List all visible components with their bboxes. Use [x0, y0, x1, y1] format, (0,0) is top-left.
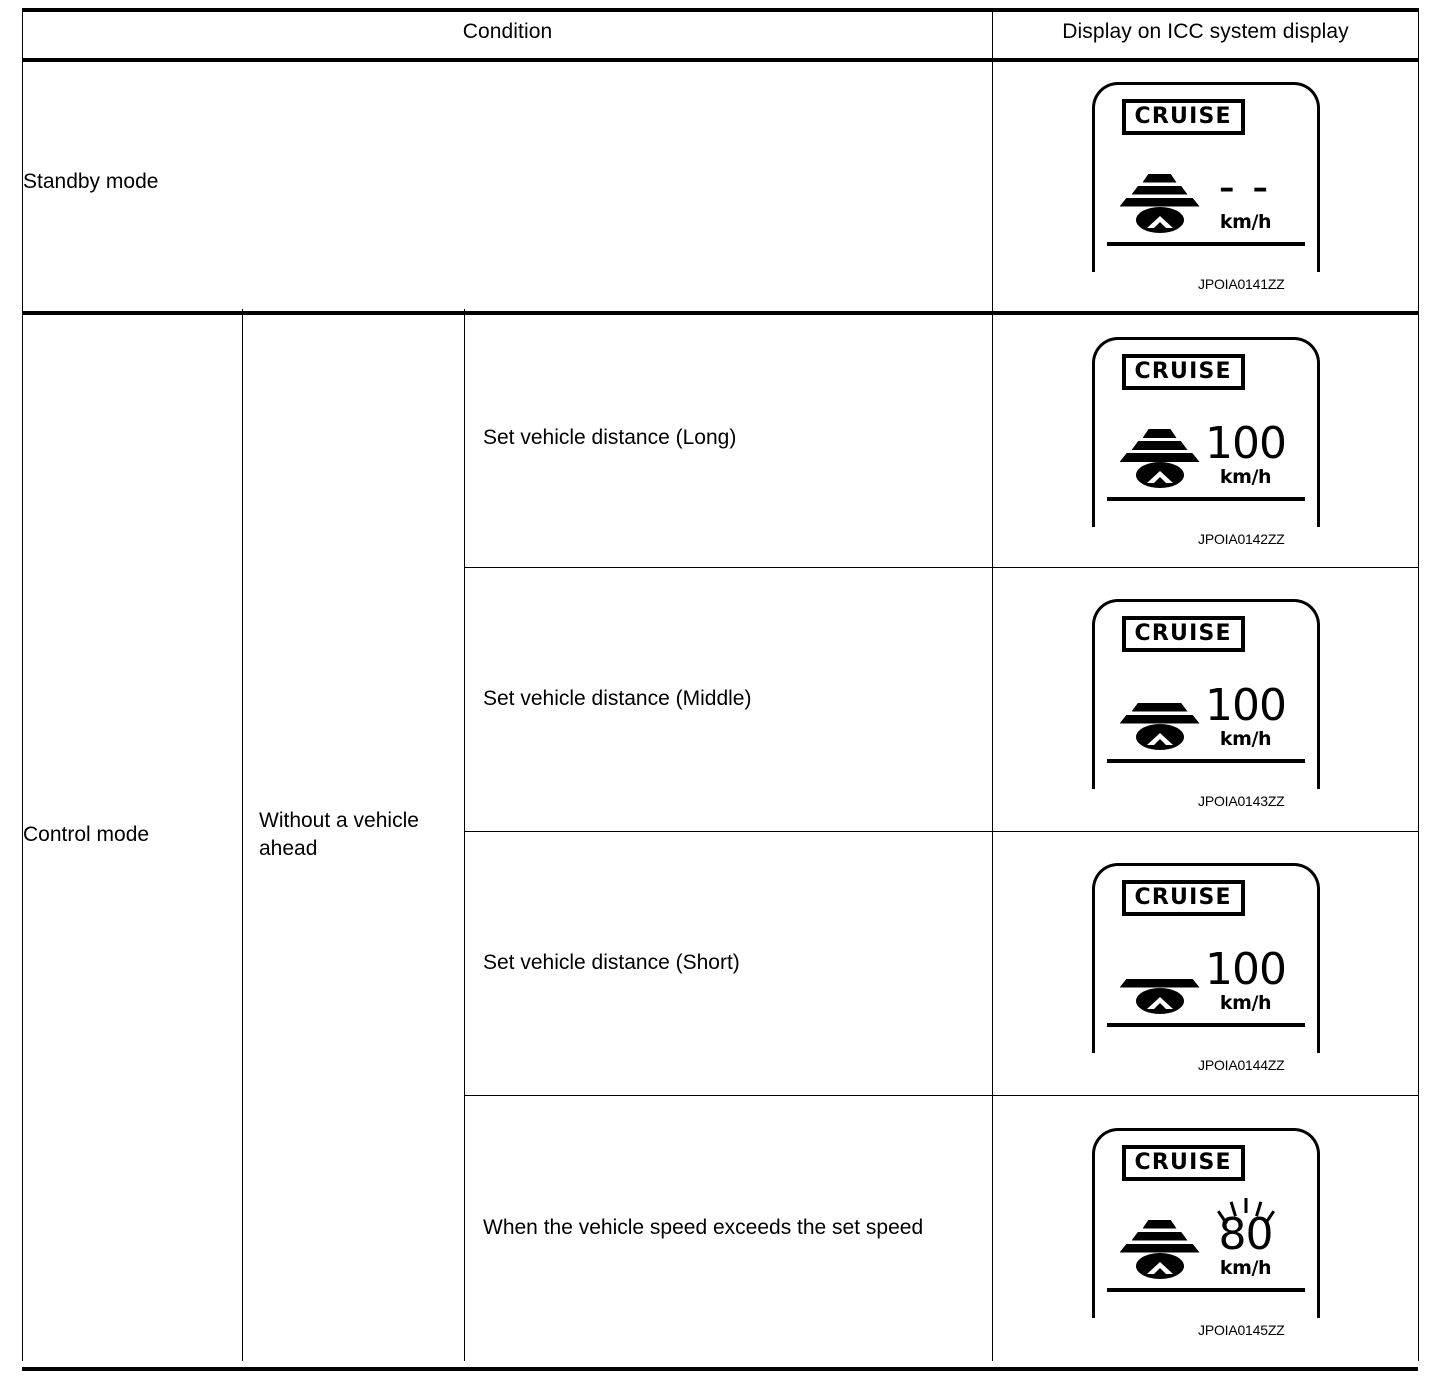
- set-speed-unit: km/h: [1219, 210, 1272, 233]
- condition-set-distance-middle: Set vehicle distance (Middle): [463, 567, 994, 832]
- distance-bar-1: [1142, 1219, 1177, 1229]
- icc-screen: CRUISE: [1091, 1127, 1320, 1318]
- set-speed-readout: 80 km/h: [1191, 1196, 1301, 1279]
- figure-id: JPOIA0141ZZ: [1198, 275, 1285, 292]
- row-long-display-cell: CRUISE: [992, 309, 1420, 568]
- cruise-badge: CRUISE: [1121, 354, 1245, 391]
- distance-bar-1: [1142, 173, 1177, 183]
- display-separator-line: [1106, 1287, 1305, 1292]
- distance-bars-icon: [1117, 416, 1203, 488]
- gauge-row: 100 km/h: [1095, 416, 1317, 488]
- row-short-display-cell: CRUISE 100 km/h: [992, 831, 1420, 1096]
- header-condition: Condition: [21, 8, 994, 56]
- own-vehicle-chevron-icon: [1146, 215, 1173, 229]
- set-speed-value: – –: [1219, 171, 1272, 206]
- figure-id: JPOIA0144ZZ: [1198, 1056, 1285, 1073]
- gauge-row: 80 km/h: [1095, 1197, 1317, 1279]
- table-row: Standby mode CRUISE: [21, 56, 1420, 309]
- condition-set-distance-long: Set vehicle distance (Long): [463, 309, 994, 568]
- icc-screen: CRUISE 100: [1091, 598, 1320, 789]
- set-speed-readout: 100 km/h: [1191, 943, 1301, 1014]
- own-vehicle-chevron-icon: [1146, 1261, 1173, 1275]
- table-row: Set vehicle distance (Middle) CRUISE: [23, 567, 1420, 832]
- blinking-indicator-icon: [1215, 1196, 1277, 1225]
- gauge-row: 100 km/h: [1095, 942, 1317, 1014]
- table-row: When the vehicle speed exceeds the set s…: [23, 1095, 1420, 1361]
- icc-display-distance-short: CRUISE 100 km/h: [1081, 851, 1331, 1077]
- distance-bar-2: [1131, 441, 1188, 450]
- icc-display-speed-exceeded: CRUISE: [1081, 1116, 1331, 1342]
- row-standby-mode-label: Standby mode: [21, 56, 994, 309]
- icc-screen: CRUISE: [1091, 81, 1320, 272]
- row-middle-display-cell: CRUISE 100: [992, 567, 1420, 832]
- table-row: Control mode Without a vehicle ahead Set…: [22, 309, 1420, 1361]
- gauge-row: 100 km/h: [1095, 678, 1317, 750]
- cruise-badge: CRUISE: [1121, 615, 1245, 652]
- gauge-row: – – km/h: [1095, 161, 1317, 233]
- icc-screen: CRUISE: [1091, 337, 1320, 527]
- distance-bars-icon: [1117, 942, 1203, 1014]
- set-speed-value: 100: [1205, 679, 1287, 731]
- distance-bar-2: [1131, 185, 1188, 195]
- row-control-mode-label: Control mode: [22, 309, 243, 1361]
- set-speed-readout: – – km/h: [1191, 171, 1301, 233]
- own-vehicle-chevron-icon: [1146, 471, 1173, 484]
- header-display: Display on ICC system display: [992, 8, 1420, 56]
- set-speed-value: 100: [1205, 418, 1287, 470]
- row-group-without-vehicle-ahead: Without a vehicle ahead: [242, 309, 465, 1361]
- distance-bars-icon: [1117, 678, 1203, 750]
- display-separator-line: [1106, 497, 1305, 501]
- distance-bar-2: [1131, 1231, 1188, 1241]
- set-speed-unit: km/h: [1219, 727, 1272, 750]
- icc-display-standby: CRUISE: [1081, 70, 1331, 296]
- distance-bars-icon: [1117, 161, 1203, 233]
- condition-set-distance-short: Set vehicle distance (Short): [463, 831, 994, 1096]
- display-separator-line: [1106, 1022, 1305, 1027]
- conditions-table: Condition Display on ICC system display …: [21, 8, 1420, 1361]
- cruise-badge: CRUISE: [1121, 879, 1245, 916]
- set-speed-readout: 100 km/h: [1191, 418, 1301, 488]
- own-vehicle-chevron-icon: [1146, 732, 1173, 746]
- distance-bars-icon: [1117, 1207, 1203, 1279]
- cruise-badge: CRUISE: [1121, 1144, 1245, 1181]
- distance-bars: [1117, 173, 1203, 207]
- cruise-badge: CRUISE: [1121, 98, 1245, 135]
- row-exceed-display-cell: CRUISE: [992, 1095, 1420, 1361]
- distance-bars: [1117, 702, 1203, 724]
- set-speed-value: 100: [1205, 943, 1287, 995]
- figure-id: JPOIA0143ZZ: [1198, 792, 1285, 809]
- distance-bars: [1117, 978, 1203, 988]
- icc-screen: CRUISE 100 km/h: [1091, 862, 1320, 1053]
- display-separator-line: [1106, 241, 1305, 246]
- table-header-row: Condition Display on ICC system display: [21, 8, 1420, 56]
- distance-bar-1: [1142, 429, 1177, 438]
- distance-bar-2: [1131, 702, 1188, 712]
- distance-bar-3: [1119, 197, 1200, 207]
- own-vehicle-chevron-icon: [1146, 996, 1173, 1010]
- condition-speed-exceeds-set-speed: When the vehicle speed exceeds the set s…: [463, 1095, 994, 1361]
- icc-display-distance-long: CRUISE: [1081, 325, 1331, 551]
- distance-bar-3: [1119, 1243, 1200, 1253]
- set-speed-unit: km/h: [1219, 991, 1272, 1014]
- distance-bar-3: [1119, 453, 1200, 462]
- icc-display-distance-middle: CRUISE 100: [1081, 587, 1331, 813]
- set-speed-unit: km/h: [1219, 1256, 1272, 1279]
- display-separator-line: [1106, 758, 1305, 763]
- figure-id: JPOIA0142ZZ: [1198, 531, 1285, 547]
- table-bottom-rule: [22, 1367, 1418, 1371]
- set-speed-unit: km/h: [1219, 466, 1272, 488]
- distance-bars: [1117, 1219, 1203, 1253]
- set-speed-value: 80: [1218, 1208, 1274, 1260]
- row-standby-display-cell: CRUISE: [992, 56, 1420, 309]
- distance-bar-3: [1119, 714, 1200, 724]
- distance-bars: [1117, 429, 1203, 462]
- table-row: Set vehicle distance (Short) CRUISE: [23, 831, 1420, 1096]
- figure-id: JPOIA0145ZZ: [1198, 1321, 1285, 1338]
- distance-bar-3: [1119, 978, 1200, 988]
- set-speed-readout: 100 km/h: [1191, 679, 1301, 750]
